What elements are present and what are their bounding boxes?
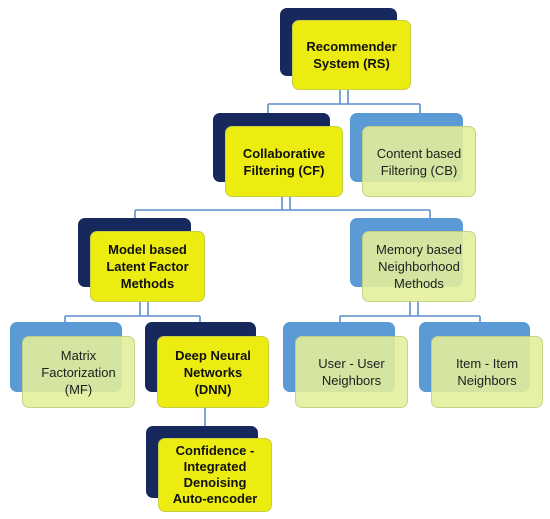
node-model-based-methods: Model based Latent Factor Methods: [78, 218, 205, 302]
node-label: Content based Filtering (CB): [362, 126, 476, 197]
node-label: Model based Latent Factor Methods: [90, 231, 205, 302]
node-matrix-factorization: Matrix Factorization (MF): [10, 322, 135, 408]
node-user-user-neighbors: User - User Neighbors: [283, 322, 408, 408]
node-label: User - User Neighbors: [295, 336, 408, 408]
node-label: Confidence - Integrated Denoising Auto-e…: [158, 438, 272, 512]
node-deep-neural-networks: Deep Neural Networks (DNN): [145, 322, 269, 408]
node-label: Item - Item Neighbors: [431, 336, 543, 408]
node-label: Matrix Factorization (MF): [22, 336, 135, 408]
node-recommender-system: Recommender System (RS): [280, 8, 411, 91]
node-label: Recommender System (RS): [292, 20, 411, 90]
node-memory-based-methods: Memory based Neighborhood Methods: [350, 218, 476, 302]
node-collaborative-filtering: Collaborative Filtering (CF): [213, 113, 343, 197]
node-confidence-integrated-denoising-autoencoder: Confidence - Integrated Denoising Auto-e…: [146, 426, 272, 512]
node-label: Memory based Neighborhood Methods: [362, 231, 476, 302]
node-label: Collaborative Filtering (CF): [225, 126, 343, 197]
node-content-based-filtering: Content based Filtering (CB): [350, 113, 476, 197]
node-label: Deep Neural Networks (DNN): [157, 336, 269, 408]
node-item-item-neighbors: Item - Item Neighbors: [419, 322, 543, 408]
